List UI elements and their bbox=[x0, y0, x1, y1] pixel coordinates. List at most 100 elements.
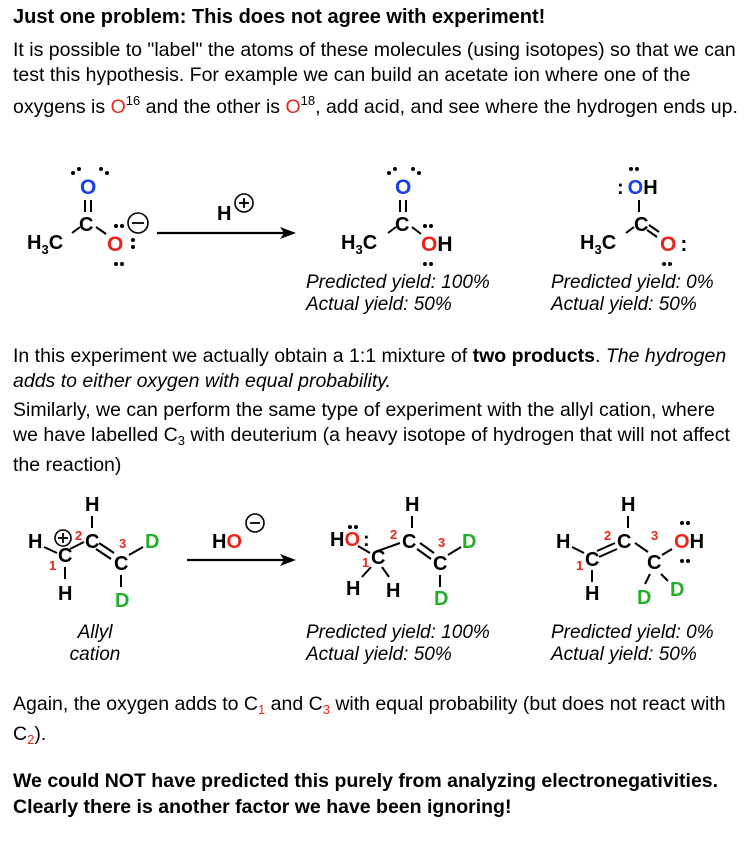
allyl-product-b: H 2 C H 1 C H 3 C OH D D bbox=[556, 494, 704, 609]
acetate-reactant: O C H3C O bbox=[27, 167, 149, 266]
predicted-yield-r1b: Predicted yield: 0% bbox=[551, 272, 714, 293]
conclusion-sub-3: 3 bbox=[322, 702, 330, 717]
page-title: Just one problem: This does not agree wi… bbox=[13, 6, 546, 28]
pa-d-bottom: D bbox=[434, 588, 448, 610]
atom-o16-pa: O bbox=[395, 176, 411, 199]
sup-16: 16 bbox=[125, 93, 141, 108]
oxygen-18: O bbox=[285, 96, 301, 118]
allyl-label-3: 3 bbox=[119, 536, 126, 551]
pb-label-2: 2 bbox=[604, 528, 611, 543]
conclusion-sub-2: 2 bbox=[27, 732, 35, 747]
atom-c-pb: C bbox=[634, 214, 648, 236]
oxygen-16: O bbox=[110, 96, 126, 118]
allyl-label-2: 2 bbox=[75, 528, 82, 543]
pa-label-3: 3 bbox=[438, 535, 445, 550]
acetic-acid-product-a: O C H3C OH bbox=[341, 167, 453, 266]
pa-h-top: H bbox=[405, 494, 419, 516]
conclusion-text-a: Again, the oxygen adds to C bbox=[13, 693, 258, 715]
allyl-h-top: H bbox=[85, 494, 99, 516]
allyl-h-bottom: H bbox=[58, 583, 72, 605]
pa-d-right: D bbox=[462, 531, 476, 553]
pb-label-3: 3 bbox=[651, 528, 658, 543]
allyl-cation-caption: Allyl cation bbox=[60, 622, 130, 666]
pa-c2: C bbox=[402, 531, 416, 553]
pb-h-top: H bbox=[621, 494, 635, 516]
conclusion-text-c: with equal probability (but does not rea… bbox=[13, 693, 726, 745]
actual-yield-r1a: Actual yield: 50% bbox=[306, 294, 452, 315]
pb-h-left: H bbox=[556, 531, 570, 553]
pa-h-left: H bbox=[346, 578, 360, 600]
predicted-yield-r1a: Predicted yield: 100% bbox=[306, 272, 490, 293]
result-text-a: In this experiment we actually obtain a … bbox=[13, 345, 473, 367]
conclusion-sub-1: 1 bbox=[258, 702, 266, 717]
conclusion-text-b: and C bbox=[265, 693, 323, 715]
atom-c: C bbox=[79, 214, 93, 236]
yield-r1-product-b: Predicted yield: 0% Actual yield: 50% bbox=[551, 272, 714, 316]
atom-c-pa: C bbox=[395, 214, 409, 236]
predicted-yield-r2b: Predicted yield: 0% bbox=[551, 622, 714, 643]
allyl-text: Similarly, we can perform the same type … bbox=[13, 399, 715, 446]
intro-text-c: , add acid, and see where the hydrogen e… bbox=[315, 96, 738, 118]
allyl-c3: C bbox=[114, 553, 128, 575]
allyl-c1: C bbox=[58, 545, 72, 567]
caption-line1: Allyl bbox=[77, 622, 113, 643]
reaction-arrow-1: H bbox=[157, 193, 296, 239]
result-text-b: . bbox=[595, 345, 606, 367]
intro-text-a: It is possible to "label" the atoms of t… bbox=[13, 39, 736, 118]
yield-r2-product-a: Predicted yield: 100% Actual yield: 50% bbox=[306, 622, 490, 666]
result-bold: two products bbox=[472, 345, 595, 367]
allyl-text-tail: with deuterium (a heavy isotope of hydro… bbox=[13, 424, 730, 476]
pb-c3: C bbox=[647, 552, 661, 574]
final-statement: We could NOT have predicted this purely … bbox=[13, 770, 719, 818]
pa-label-2: 2 bbox=[390, 527, 397, 542]
actual-yield-r2a: Actual yield: 50% bbox=[306, 644, 452, 665]
result-italic: The hydrogen adds to either oxygen with … bbox=[13, 345, 727, 392]
allyl-cation-reactant: H C 2 C 1 H H 3 C D D bbox=[28, 494, 159, 612]
pb-d-right: D bbox=[670, 579, 684, 601]
conclusion-paragraph: Again, the oxygen adds to C1 and C3 with… bbox=[13, 692, 738, 752]
pa-c3: C bbox=[433, 553, 447, 575]
atom-h3c-pb: H3C bbox=[580, 232, 616, 257]
allyl-label-1: 1 bbox=[49, 558, 56, 573]
yield-r2-product-b: Predicted yield: 0% Actual yield: 50% bbox=[551, 622, 714, 666]
atom-h3c-pa: H3C bbox=[341, 232, 377, 257]
atom-h3c: H3C bbox=[27, 232, 63, 257]
pb-c1: C bbox=[585, 549, 599, 571]
ho-pa: HO: bbox=[330, 529, 370, 551]
allyl-product-a: HO: H 2 C 1 C H H 3 C D D bbox=[330, 494, 476, 610]
pb-d-left: D bbox=[637, 587, 651, 609]
result-paragraph: In this experiment we actually obtain a … bbox=[13, 344, 738, 394]
intro-paragraph: It is possible to "label" the atoms of t… bbox=[13, 38, 738, 120]
atom-o18: O bbox=[107, 233, 123, 256]
pb-c2: C bbox=[617, 531, 631, 553]
atom-o16: O bbox=[80, 176, 96, 199]
allyl-c2: C bbox=[85, 531, 99, 553]
pb-label-1: 1 bbox=[576, 558, 583, 573]
pb-oh: OH bbox=[674, 531, 704, 553]
o18-pb: O: bbox=[660, 233, 687, 256]
pb-h-bottom: H bbox=[585, 583, 599, 605]
reagent-ho: HO bbox=[212, 531, 242, 553]
predicted-yield-r2a: Predicted yield: 100% bbox=[306, 622, 490, 643]
sup-18: 18 bbox=[300, 93, 316, 108]
allyl-d-bottom: D bbox=[115, 590, 129, 612]
pa-h-right: H bbox=[386, 580, 400, 602]
actual-yield-r1b: Actual yield: 50% bbox=[551, 294, 697, 315]
actual-yield-r2b: Actual yield: 50% bbox=[551, 644, 697, 665]
oh-top-pb: :OH bbox=[617, 177, 658, 199]
conclusion-text-d: ). bbox=[34, 723, 47, 745]
pa-label-1: 1 bbox=[362, 555, 369, 570]
yield-r1-product-a: Predicted yield: 100% Actual yield: 50% bbox=[306, 272, 490, 316]
allyl-paragraph: Similarly, we can perform the same type … bbox=[13, 398, 738, 478]
allyl-d-right: D bbox=[145, 531, 159, 553]
reagent-h: H bbox=[217, 203, 231, 225]
reaction-arrow-2: HO bbox=[187, 513, 296, 566]
intro-text-b: and the other is bbox=[140, 96, 286, 118]
atom-oh-pa: OH bbox=[421, 233, 453, 256]
acetic-acid-product-b: :OH C H3C O: bbox=[580, 167, 687, 266]
caption-line2: cation bbox=[69, 644, 121, 665]
allyl-sub-3: 3 bbox=[177, 433, 186, 448]
allyl-h-left: H bbox=[28, 531, 42, 553]
pa-c1: C bbox=[371, 547, 385, 569]
